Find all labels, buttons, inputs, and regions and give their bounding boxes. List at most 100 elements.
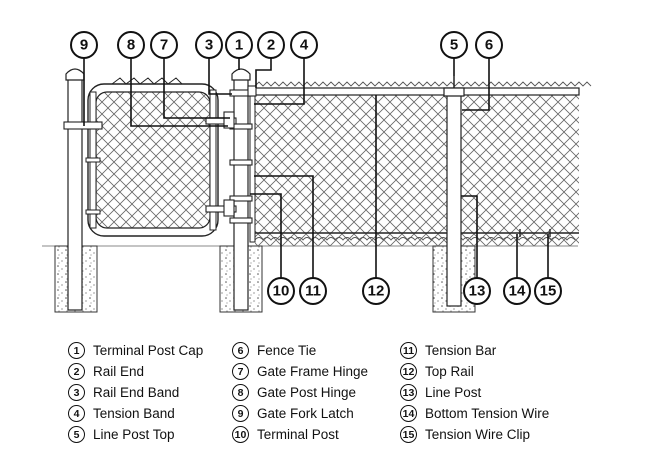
bottom-knuckle (254, 237, 576, 241)
callout-9-num: 9 (80, 37, 88, 54)
callout-10-num: 10 (273, 283, 290, 300)
callout-3-num: 3 (205, 37, 213, 54)
gate-frame-hinge-bar (209, 89, 217, 231)
legend-badge: 1 (68, 342, 85, 359)
callout-6-num: 6 (485, 37, 493, 54)
callout-2-num: 2 (267, 37, 275, 54)
legend-badge: 5 (68, 426, 85, 443)
gate-post-cap (65, 68, 85, 81)
legend-label: Top Rail (425, 364, 474, 379)
line-post-top (443, 87, 465, 97)
gate-fork-latch (63, 121, 103, 130)
callout-5: 5 (440, 31, 468, 59)
chain-link-mesh (255, 93, 579, 246)
legend-label: Tension Band (93, 406, 175, 421)
gate-post-hinge-top (223, 111, 235, 129)
callout-13-num: 13 (469, 283, 486, 300)
legend-badge: 3 (68, 384, 85, 401)
callout-1-num: 1 (235, 37, 243, 54)
callout-12: 12 (362, 277, 390, 305)
legend-item: 15 Tension Wire Clip (400, 424, 549, 445)
legend-item: 6 Fence Tie (232, 340, 368, 361)
callout-10: 10 (267, 277, 295, 305)
legend-item: 11 Tension Bar (400, 340, 549, 361)
top-rail (249, 87, 580, 96)
legend-badge: 10 (232, 426, 249, 443)
leader-lines (83, 56, 549, 278)
legend: 1 Terminal Post Cap 2 Rail End 3 Rail End B… (0, 340, 650, 455)
callout-3: 3 (195, 31, 223, 59)
legend-item: 5 Line Post Top (68, 424, 203, 445)
legend-label: Terminal Post Cap (93, 343, 204, 358)
legend-badge: 11 (400, 342, 417, 359)
legend-badge: 7 (232, 363, 249, 380)
terminal-post (233, 77, 249, 311)
legend-label: Bottom Tension Wire (425, 406, 550, 421)
callout-8-num: 8 (127, 37, 135, 54)
callout-13: 13 (463, 277, 491, 305)
legend-item: 14 Bottom Tension Wire (400, 403, 549, 424)
legend-label: Gate Post Hinge (257, 385, 357, 400)
callout-14: 14 (503, 277, 531, 305)
legend-label: Gate Fork Latch (257, 406, 354, 421)
callout-2: 2 (257, 31, 285, 59)
legend-item: 2 Rail End (68, 361, 203, 382)
legend-label: Terminal Post (257, 427, 339, 442)
callout-7: 7 (150, 31, 178, 59)
top-knuckle (254, 81, 592, 87)
gate-frame-inner (95, 91, 211, 229)
legend-badge: 9 (232, 405, 249, 422)
legend-item: 9 Gate Fork Latch (232, 403, 368, 424)
tension-band-2 (229, 159, 253, 166)
callout-1: 1 (225, 31, 253, 59)
tension-band-4 (229, 217, 253, 224)
callout-15-num: 15 (540, 283, 557, 300)
callout-15: 15 (534, 277, 562, 305)
legend-badge: 13 (400, 384, 417, 401)
legend-column-1: 1 Terminal Post Cap 2 Rail End 3 Rail End B… (68, 340, 203, 445)
tension-band-3 (229, 195, 253, 202)
legend-badge: 2 (68, 363, 85, 380)
legend-label: Line Post Top (93, 427, 175, 442)
line-post (446, 93, 462, 307)
legend-label: Tension Wire Clip (425, 427, 531, 442)
legend-item: 10 Terminal Post (232, 424, 368, 445)
legend-badge: 14 (400, 405, 417, 422)
gate-band-1 (85, 157, 101, 163)
legend-label: Line Post (425, 385, 482, 400)
gate-band-2 (85, 209, 101, 215)
legend-label: Rail End Band (93, 385, 180, 400)
legend-badge: 12 (400, 363, 417, 380)
callout-8: 8 (117, 31, 145, 59)
legend-label: Gate Frame Hinge (257, 364, 369, 379)
callout-11-num: 11 (305, 283, 321, 300)
callout-4-num: 4 (300, 37, 309, 54)
legend-item: 7 Gate Frame Hinge (232, 361, 368, 382)
callout-4: 4 (290, 31, 318, 59)
callout-11: 11 (299, 277, 327, 305)
callout-9: 9 (70, 31, 98, 59)
legend-badge: 4 (68, 405, 85, 422)
legend-label: Fence Tie (257, 343, 317, 358)
legend-column-3: 11 Tension Bar 12 Top Rail 13 Line Post 14 B… (400, 340, 549, 445)
gate-top-barb (111, 77, 183, 85)
rail-end (247, 85, 257, 97)
legend-item: 1 Terminal Post Cap (68, 340, 203, 361)
callout-5-num: 5 (450, 37, 458, 54)
callout-12-num: 12 (368, 283, 385, 300)
terminal-post-cap (231, 68, 251, 81)
legend-label: Rail End (93, 364, 145, 379)
legend-item: 4 Tension Band (68, 403, 203, 424)
gate-post-hinge-bottom (223, 199, 235, 217)
legend-badge: 6 (232, 342, 249, 359)
legend-badge: 15 (400, 426, 417, 443)
callout-6: 6 (475, 31, 503, 59)
callout-7-num: 7 (160, 37, 168, 54)
callout-14-num: 14 (509, 283, 526, 300)
gate-post (67, 77, 83, 311)
legend-item: 13 Line Post (400, 382, 549, 403)
legend-label: Tension Bar (425, 343, 497, 358)
